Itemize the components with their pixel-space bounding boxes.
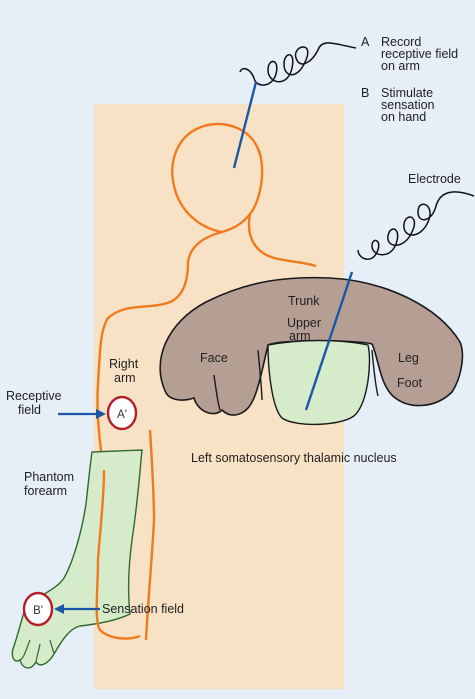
legend-b-line-3: on hand (381, 110, 426, 124)
face-label: Face (200, 351, 228, 365)
nucleus-caption: Left somatosensory thalamic nucleus (191, 451, 397, 465)
trunk-label: Trunk (288, 294, 320, 308)
right-arm-label-2: arm (114, 371, 136, 385)
sensation-field-label: Sensation field (102, 602, 184, 616)
electrode-a-wire (254, 43, 356, 85)
electrode-a-coil-end (240, 69, 254, 78)
foot-label: Foot (397, 376, 423, 390)
legend-a-letter: A (361, 35, 370, 49)
phantom-forearm-label-1: Phantom (24, 470, 74, 484)
legend-a-line-3: on arm (381, 59, 420, 73)
upper-arm-label-2: arm (289, 329, 311, 343)
receptive-field-label-2: field (18, 403, 41, 417)
electrode-label: Electrode (408, 172, 461, 186)
leg-label: Leg (398, 351, 419, 365)
b-prime-label: B' (33, 605, 43, 617)
electrode-b-wire (358, 192, 474, 259)
a-prime-label: A' (117, 409, 127, 421)
upper-arm-label-1: Upper (287, 316, 321, 330)
upper-arm-region (268, 341, 370, 425)
phantom-forearm-label-2: forearm (24, 484, 67, 498)
receptive-field-label-1: Receptive (6, 389, 62, 403)
legend-b-letter: B (361, 86, 369, 100)
right-arm-label-1: Right (109, 357, 139, 371)
